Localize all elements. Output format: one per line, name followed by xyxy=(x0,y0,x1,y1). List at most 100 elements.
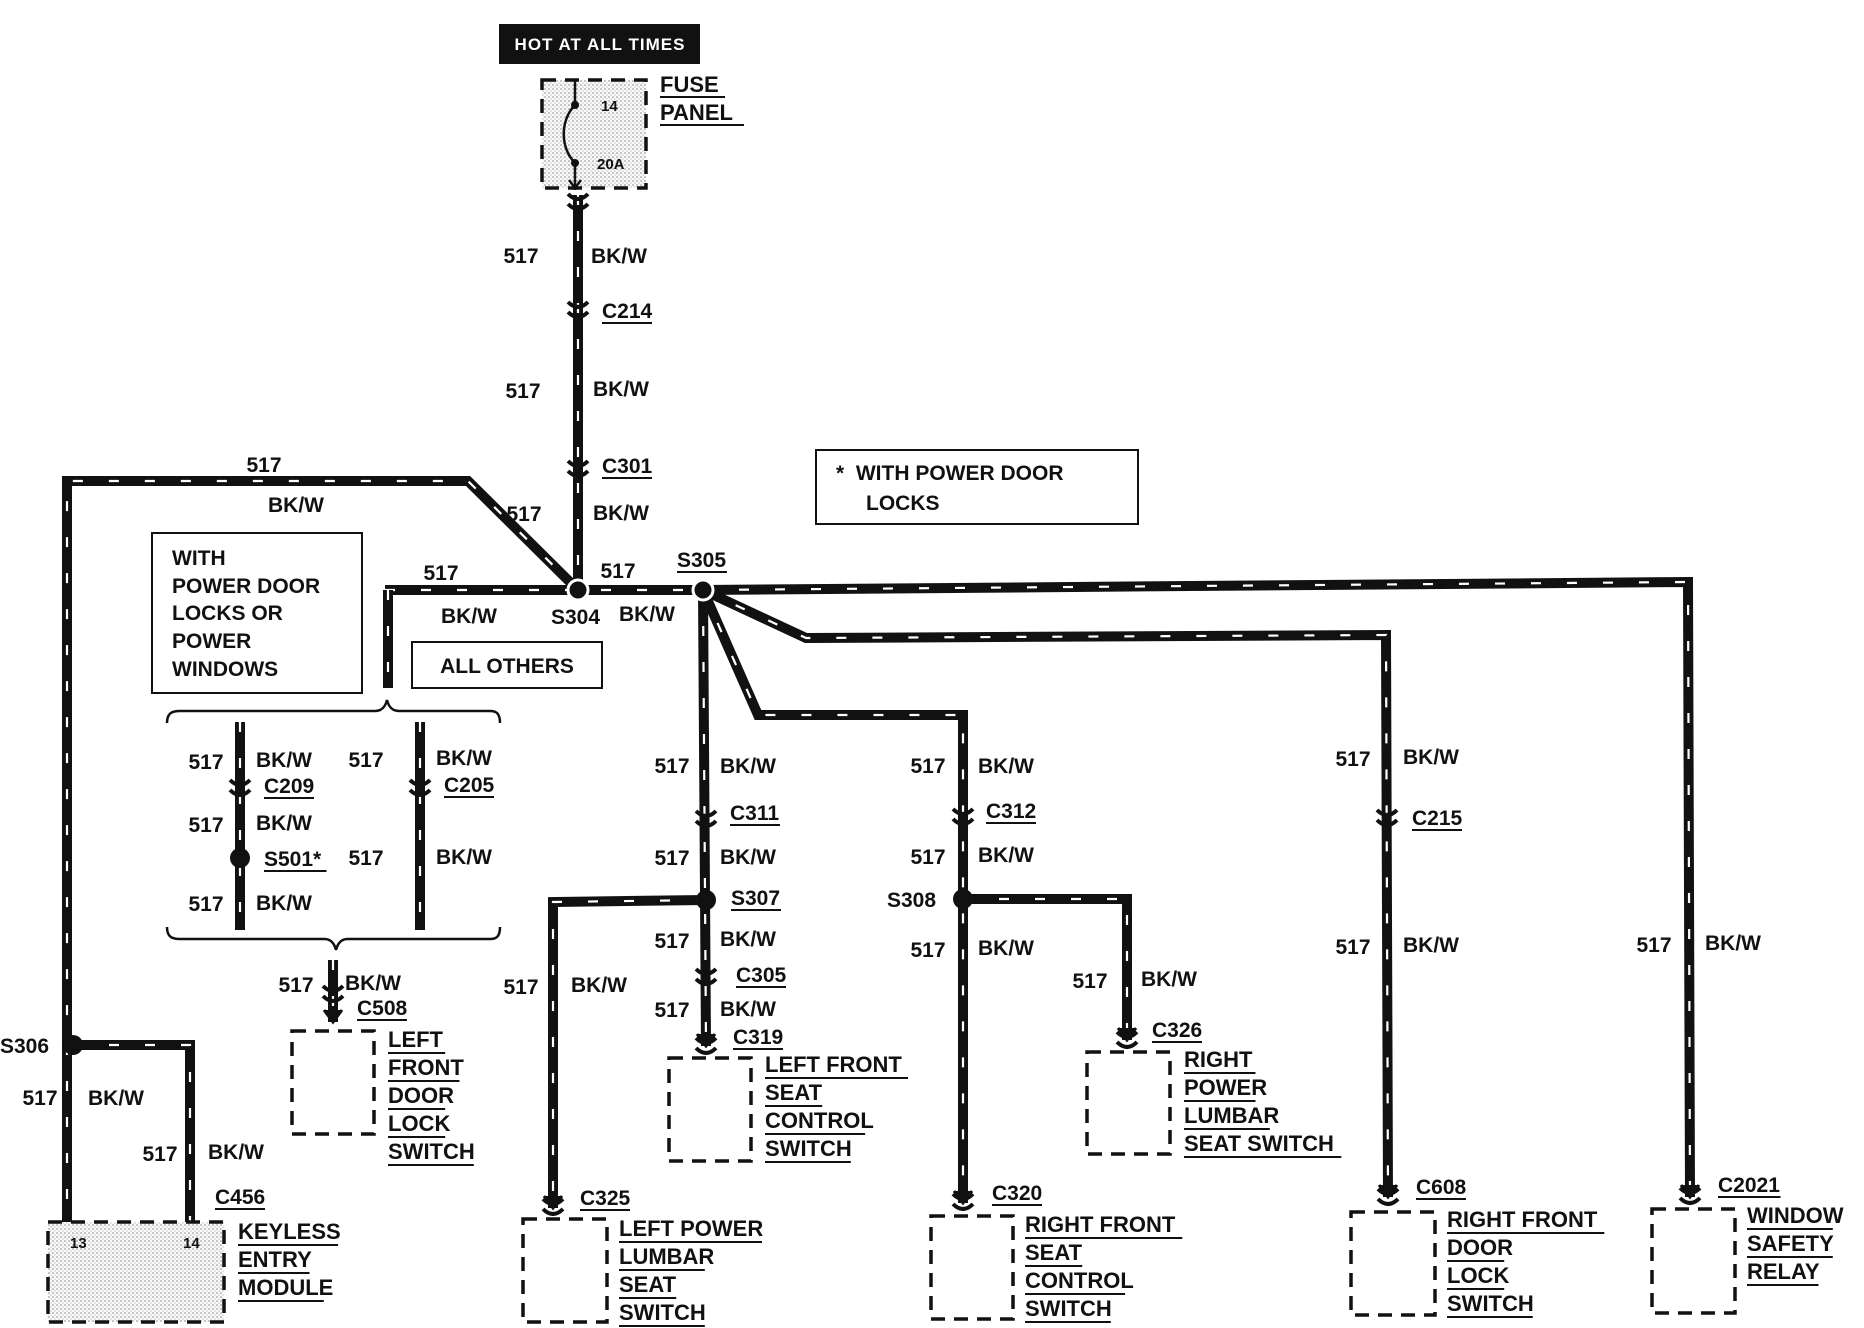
splice-s307 xyxy=(696,890,716,910)
left-front-door-lock-label-line: SWITCH xyxy=(388,1139,475,1164)
window-safety-relay-box xyxy=(1650,1207,1737,1315)
wire-end-arrow-icon xyxy=(1377,1184,1399,1200)
c456-label: C456 xyxy=(215,1186,265,1209)
circuit-number-label: 517 xyxy=(188,893,223,916)
splice-s304 xyxy=(566,578,590,602)
wire-color-label: BK/W xyxy=(436,846,492,869)
c205-label: C205 xyxy=(444,774,495,797)
note-power-door-locks: * WITH POWER DOOR LOCKS xyxy=(815,449,1139,525)
s304-label: S304 xyxy=(551,606,600,629)
right-front-seat-control-label-line: SEAT xyxy=(1025,1240,1083,1265)
wire-s305-to-c215-stripe xyxy=(702,589,1390,1198)
keyless-label-line: MODULE xyxy=(238,1275,333,1300)
left-front-seat-control-switch-box xyxy=(667,1056,753,1163)
splice-s501 xyxy=(230,848,250,868)
c312-label: C312 xyxy=(986,800,1036,823)
right-front-door-lock-label-line: DOOR xyxy=(1447,1235,1513,1260)
svg-text:ALL OTHERS: ALL OTHERS xyxy=(440,655,574,678)
keyless-label-line: ENTRY xyxy=(238,1247,312,1272)
circuit-number-label: 517 xyxy=(654,847,689,870)
wire-color-label: BK/W xyxy=(1403,746,1459,769)
svg-text:WITH: WITH xyxy=(172,547,226,570)
svg-text:LOCKS OR: LOCKS OR xyxy=(172,602,283,625)
keyless-label-line: KEYLESS xyxy=(238,1219,341,1244)
circuit-number-label: 517 xyxy=(348,847,383,870)
left-front-door-lock-label-line: FRONT xyxy=(388,1055,464,1080)
svg-text:* WITH POWER DOOR: * WITH POWER DOOR xyxy=(836,462,1064,485)
wire-end-arrow-icon xyxy=(695,1033,717,1049)
right-front-seat-control-label-line: SWITCH xyxy=(1025,1296,1112,1321)
keyless-pin-13: 13 xyxy=(70,1235,87,1252)
right-front-door-lock-switch-box xyxy=(1349,1210,1437,1317)
wire-color-label: BK/W xyxy=(268,494,324,517)
right-power-lumbar-label-line: POWER xyxy=(1184,1075,1267,1100)
left-front-seat-control-label-line: CONTROL xyxy=(765,1108,874,1133)
circuit-number-label: 517 xyxy=(22,1087,57,1110)
wire-end-arrow-icon xyxy=(1679,1184,1701,1200)
c320-label: C320 xyxy=(992,1182,1042,1205)
fuse-rating: 20A xyxy=(597,156,625,173)
left-power-lumbar-label-line: LUMBAR xyxy=(619,1244,714,1269)
wire-color-label: BK/W xyxy=(593,378,649,401)
window-safety-relay-label-line: RELAY xyxy=(1747,1259,1820,1284)
left-front-seat-control-label-line: LEFT FRONT xyxy=(765,1052,902,1077)
connector-glyphs xyxy=(228,192,1702,1216)
right-power-lumbar-label-line: SEAT SWITCH xyxy=(1184,1131,1334,1156)
circuit-number-label: 517 xyxy=(423,562,458,585)
circuit-number-label: 517 xyxy=(506,503,541,526)
c319-label: C319 xyxy=(733,1026,783,1049)
left-front-door-lock-label-line: LOCK xyxy=(388,1111,450,1136)
svg-text:WINDOWS: WINDOWS xyxy=(172,658,278,681)
wire-color-label: BK/W xyxy=(619,603,675,626)
circuit-number-label: 517 xyxy=(503,976,538,999)
wire-color-label: BK/W xyxy=(978,844,1034,867)
right-power-lumbar-label-line: RIGHT xyxy=(1184,1047,1253,1072)
splice-s305 xyxy=(691,578,715,602)
note-with-pdl-or-pw: WITH POWER DOOR LOCKS OR POWER WINDOWS xyxy=(151,532,363,694)
circuit-number-label: 517 xyxy=(910,846,945,869)
left-power-lumbar-label-line: SWITCH xyxy=(619,1300,706,1325)
connector-c508-icon xyxy=(321,984,345,1003)
left-power-lumbar-label-line: LEFT POWER xyxy=(619,1216,763,1241)
fuse-number: 14 xyxy=(601,98,618,115)
connector-c301-icon xyxy=(566,459,590,478)
right-front-seat-control-label-line: CONTROL xyxy=(1025,1268,1134,1293)
circuit-number-label: 517 xyxy=(654,999,689,1022)
right-front-door-lock-label-line: SWITCH xyxy=(1447,1291,1534,1316)
circuit-number-label: 517 xyxy=(1335,936,1370,959)
wire-s305-to-c311-stripe xyxy=(701,589,708,1047)
connector-c312-icon xyxy=(951,807,975,826)
left-front-door-lock-switch-box xyxy=(290,1029,376,1136)
wire-color-label: BK/W xyxy=(1705,932,1761,955)
component-labels: KEYLESSENTRYMODULELEFTFRONTDOORLOCKSWITC… xyxy=(238,1027,1844,1327)
connector-c311-icon xyxy=(694,809,718,828)
left-front-seat-control-label-line: SWITCH xyxy=(765,1136,852,1161)
s501-label: S501* xyxy=(264,848,322,871)
connector-c214-icon xyxy=(566,300,590,319)
wire-end-arrow-icon xyxy=(542,1195,564,1211)
wire-color-label: BK/W xyxy=(593,502,649,525)
wire-s305-to-window-relay-stripe xyxy=(702,580,1692,1198)
c508-label: C508 xyxy=(357,997,408,1020)
c325-label: C325 xyxy=(580,1187,631,1210)
circuit-number-label: 517 xyxy=(654,930,689,953)
c214-label: C214 xyxy=(602,300,653,323)
fuse-panel-label-line1: FUSE xyxy=(660,72,719,97)
wire-color-label: BK/W xyxy=(720,755,776,778)
circuit-number-label: 517 xyxy=(505,380,540,403)
s306-label: S306 xyxy=(0,1035,49,1058)
c305-label: C305 xyxy=(736,964,787,987)
wire-color-label: BK/W xyxy=(571,974,627,997)
fuse-panel: 14 20A xyxy=(540,78,648,191)
right-front-seat-control-switch-box xyxy=(929,1214,1015,1321)
left-front-door-lock-label-line: DOOR xyxy=(388,1083,454,1108)
circuit-number-label: 517 xyxy=(348,749,383,772)
wire-color-label: BK/W xyxy=(441,605,497,628)
s307-label: S307 xyxy=(731,887,780,910)
wire-s306-to-c456-pin14 xyxy=(73,1040,195,1222)
keyless-entry-module: 13 14 xyxy=(46,1220,226,1324)
connector-c305-icon xyxy=(694,967,718,986)
wire-end-arrow-icon xyxy=(952,1190,974,1206)
